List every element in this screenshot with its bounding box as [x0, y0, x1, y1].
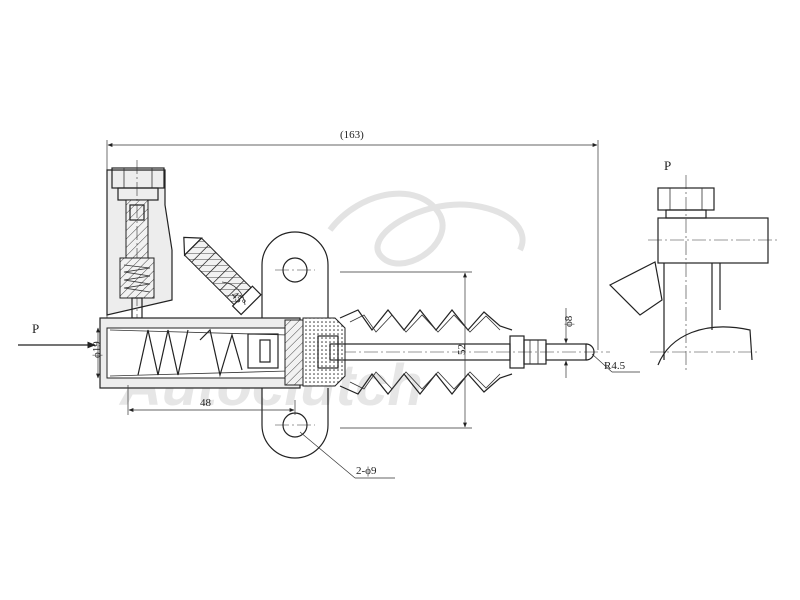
angled-bleed-screw: [183, 236, 262, 316]
inlet-port-label: P: [32, 321, 39, 336]
boot-height-dimension: 52: [340, 271, 472, 429]
tip-radius-label: R4.5: [604, 360, 626, 372]
bleeder-housing: [106, 160, 173, 320]
side-view-saddle: [657, 326, 753, 366]
bore-diameter-label: ϕ19: [91, 341, 103, 358]
mount-holes-label: 2-ϕ9: [356, 465, 377, 477]
return-spring: [137, 329, 189, 376]
mount-holes-callout: 2-ϕ9: [299, 431, 395, 479]
piston: [284, 319, 304, 386]
boot-height-label: 52: [456, 344, 468, 355]
side-view-body: [657, 217, 769, 264]
rod-diameter-label: ϕ8: [563, 315, 575, 327]
rod-diameter-dimension: ϕ8: [563, 308, 575, 378]
push-rod: [329, 335, 595, 369]
piston-assembly: [247, 317, 346, 387]
mount-length-dimension: 48: [127, 385, 296, 415]
bore-diameter-dimension: ϕ19: [91, 327, 103, 379]
tip-radius-dimension: R4.5: [591, 353, 640, 373]
cylinder-body: [99, 317, 301, 389]
mount-length-label: 48: [200, 397, 212, 409]
side-view-port-label: P: [664, 158, 671, 173]
cylinder-bore: [106, 327, 291, 379]
rod-tip: [585, 343, 595, 361]
inlet-port-arrow: P: [18, 321, 96, 349]
piston-seal: [302, 317, 346, 387]
piston-spring: [199, 328, 243, 378]
overall-length-label: (163): [340, 129, 364, 141]
side-view: P: [608, 158, 778, 370]
side-view-flange: [608, 261, 663, 316]
mounting-flange: [261, 231, 329, 459]
dust-boot: [339, 309, 513, 395]
